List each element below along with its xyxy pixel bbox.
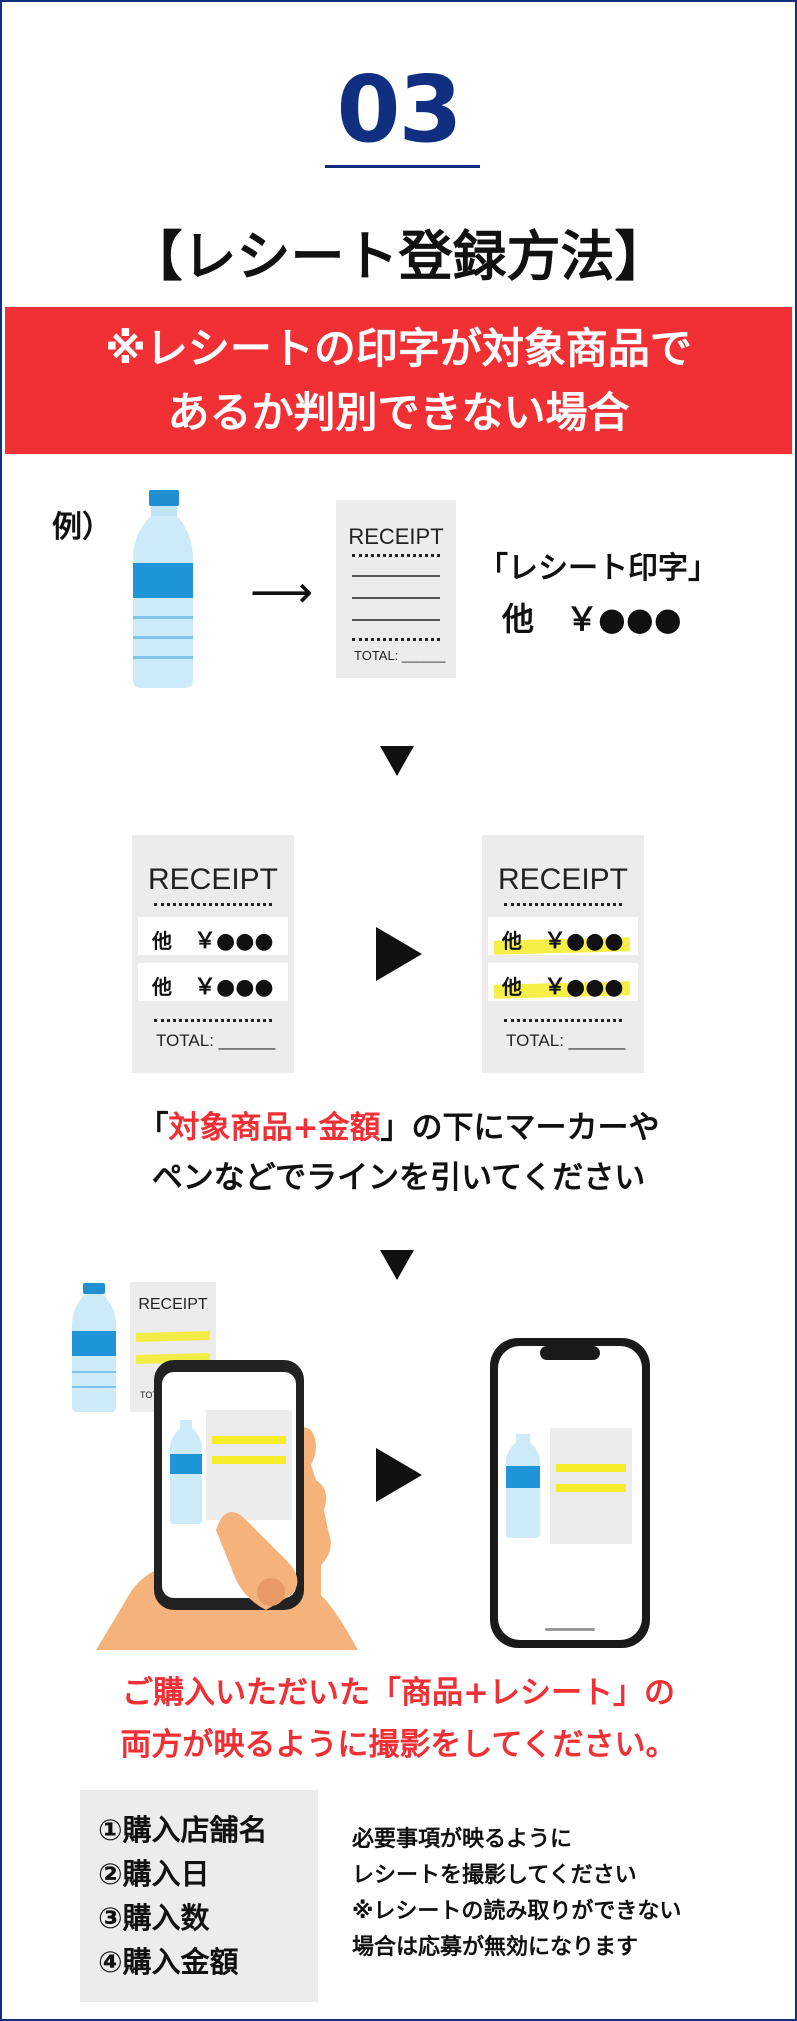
receipt-dotted-line bbox=[504, 1019, 622, 1022]
receipt-dotted-line bbox=[352, 638, 440, 641]
note-line: 必要事項が映るように bbox=[352, 1827, 573, 1852]
print-value: 他 ￥●●● bbox=[502, 600, 682, 638]
receipt-title: RECEIPT bbox=[138, 1296, 208, 1313]
step-number: 03 bbox=[336, 56, 462, 163]
water-bottle-icon bbox=[133, 490, 193, 688]
receipt-unmarked: RECEIPT 他 ￥●●● 他 ￥●●● TOTAL: ______ bbox=[132, 835, 294, 1073]
receipt-line bbox=[352, 597, 440, 599]
row-label: 他 bbox=[152, 929, 172, 953]
arrow-icon: ⟶ bbox=[250, 567, 314, 618]
down-arrow-icon bbox=[380, 1250, 414, 1280]
down-arrow-icon bbox=[380, 746, 414, 776]
instruction-suffix: 」の下にマーカーや bbox=[380, 1110, 660, 1146]
row-value: ￥●●● bbox=[544, 929, 624, 954]
receipt-dotted-line bbox=[154, 903, 272, 906]
right-arrow-icon bbox=[376, 927, 422, 981]
receipt-row: 他 ￥●●● bbox=[138, 917, 288, 955]
print-label: 「レシート印字」 bbox=[478, 551, 718, 586]
receipt-line bbox=[352, 619, 440, 621]
receipt-row: 他 ￥●●● bbox=[488, 963, 638, 1001]
row-value: ￥●●● bbox=[194, 975, 274, 1000]
instruction-prefix: 「 bbox=[137, 1110, 169, 1146]
step-underline bbox=[325, 165, 480, 168]
photo-message-line-1: ご購入いただいた「商品+レシート」の bbox=[122, 1675, 675, 1711]
warning-banner: ※レシートの印字が対象商品で あるか判別できない場合 bbox=[5, 307, 792, 454]
receipt-line bbox=[352, 575, 440, 577]
row-value: ￥●●● bbox=[544, 975, 624, 1000]
receipt-total: TOTAL: ______ bbox=[156, 1031, 276, 1050]
receipt-row: 他 ￥●●● bbox=[138, 963, 288, 1001]
required-item: ②購入日 bbox=[98, 1857, 210, 1891]
note-line: 場合は応募が無効になります bbox=[352, 1935, 639, 1960]
required-items-panel: ①購入店舗名 ②購入日 ③購入数 ④購入金額 bbox=[80, 1790, 318, 2002]
banner-line-1: ※レシートの印字が対象商品で bbox=[105, 324, 692, 373]
row-label: 他 bbox=[502, 929, 522, 953]
receipt-title: RECEIPT bbox=[348, 524, 444, 549]
receipt-icon: RECEIPT TOTAL: ______ bbox=[336, 500, 456, 678]
receipt-dotted-line bbox=[154, 1019, 272, 1022]
photo-message-line-2: 両方が映るように撮影をしてください。 bbox=[120, 1727, 677, 1763]
banner-line-2: あるか判別できない場合 bbox=[167, 388, 630, 437]
example-label: 例） bbox=[52, 510, 112, 545]
note-line: レシートを撮影してください bbox=[352, 1863, 637, 1888]
required-item: ④購入金額 bbox=[98, 1945, 239, 1979]
receipt-total: TOTAL: ______ bbox=[506, 1031, 626, 1050]
smartphone-icon bbox=[490, 1338, 650, 1648]
hand-holding-phone-icon bbox=[96, 1360, 358, 1650]
instruction-highlight: 対象商品+金額 bbox=[168, 1110, 381, 1146]
receipt-title: RECEIPT bbox=[147, 863, 279, 896]
receipt-marked: RECEIPT 他 ￥●●● 他 ￥●●● TOTAL: ______ bbox=[482, 835, 644, 1073]
instruction-line-2: ペンなどでラインを引いてください bbox=[151, 1160, 646, 1196]
row-value: ￥●●● bbox=[194, 929, 274, 954]
required-item: ③購入数 bbox=[98, 1901, 210, 1935]
receipt-dotted-line bbox=[352, 554, 440, 557]
right-arrow-icon bbox=[376, 1448, 422, 1502]
row-label: 他 bbox=[152, 975, 172, 999]
receipt-title: RECEIPT bbox=[497, 863, 629, 896]
row-label: 他 bbox=[502, 975, 522, 999]
required-item: ①購入店舗名 bbox=[98, 1813, 268, 1847]
note-line: ※レシートの読み取りができない bbox=[352, 1899, 682, 1924]
page-title: 【レシート登録方法】 bbox=[128, 225, 669, 288]
marker-highlight bbox=[135, 1331, 211, 1342]
water-bottle-icon bbox=[72, 1283, 116, 1412]
receipt-dotted-line bbox=[504, 903, 622, 906]
instruction-line-1: 「対象商品+金額」の下にマーカーや bbox=[0, 1104, 797, 1152]
receipt-row: 他 ￥●●● bbox=[488, 917, 638, 955]
receipt-total: TOTAL: ______ bbox=[354, 648, 446, 663]
